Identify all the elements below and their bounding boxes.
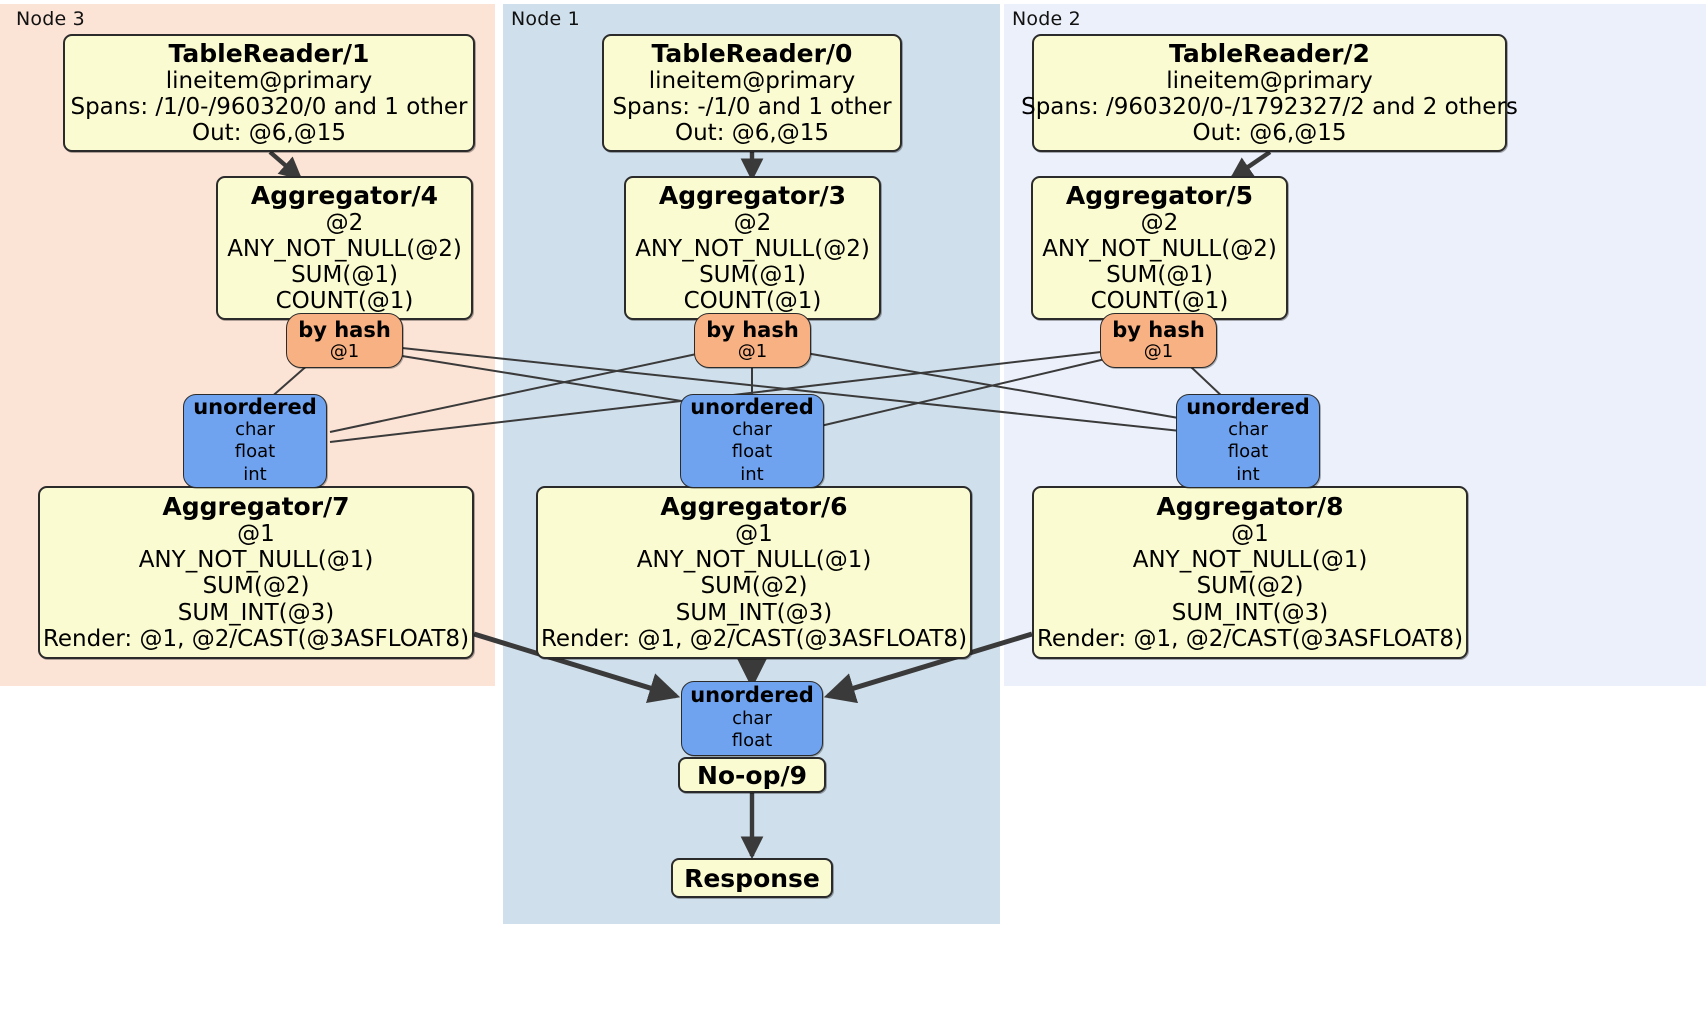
processor-aggregator-6[interactable]: Aggregator/6 @1 ANY_NOT_NULL(@1) SUM(@2)…	[536, 486, 972, 659]
processor-line: COUNT(@1)	[683, 288, 822, 315]
processor-aggregator-8[interactable]: Aggregator/8 @1 ANY_NOT_NULL(@1) SUM(@2)…	[1032, 486, 1468, 659]
router-title: by hash	[1112, 317, 1205, 342]
router-column: @1	[737, 340, 768, 362]
sync-type: float	[731, 730, 773, 752]
input-sync-unordered-left[interactable]: unordered char float int	[183, 394, 327, 488]
processor-title: Aggregator/8	[1156, 491, 1344, 521]
processor-line: @1	[237, 520, 275, 547]
processor-line: SUM_INT(@3)	[177, 599, 335, 626]
sync-type: int	[243, 463, 267, 485]
processor-line: @1	[735, 520, 773, 547]
router-column: @1	[329, 340, 360, 362]
processor-title: Aggregator/5	[1065, 180, 1254, 210]
sync-type: float	[1227, 441, 1269, 463]
processor-table-reader-2[interactable]: TableReader/2 lineitem@primary Spans: /9…	[1021, 34, 1518, 152]
processor-title: Aggregator/7	[162, 491, 350, 521]
processor-line: Render: @1, @2/CAST(@3ASFLOAT8)	[1036, 625, 1464, 652]
sync-title: unordered	[690, 394, 814, 419]
processor-title: Aggregator/4	[250, 180, 439, 210]
processor-line: Spans: /960320/0-/1792327/2 and 2 others	[1021, 93, 1518, 120]
processor-aggregator-4[interactable]: Aggregator/4 @2 ANY_NOT_NULL(@2) SUM(@1)…	[216, 176, 473, 320]
response-title: Response	[684, 863, 820, 893]
processor-line: ANY_NOT_NULL(@2)	[635, 235, 870, 262]
processor-no-op-9[interactable]: No-op/9	[678, 757, 826, 793]
processor-line: SUM_INT(@3)	[675, 599, 833, 626]
processor-table-reader-0[interactable]: TableReader/0 lineitem@primary Spans: -/…	[602, 34, 902, 152]
region-label-node-2: Node 2	[1012, 8, 1081, 30]
sync-type: int	[740, 463, 764, 485]
input-sync-unordered-right[interactable]: unordered char float int	[1176, 394, 1320, 488]
processor-line: SUM_INT(@3)	[1171, 599, 1329, 626]
processor-line: SUM(@2)	[700, 573, 808, 600]
processor-title: TableReader/2	[1169, 38, 1370, 68]
sync-title: unordered	[690, 683, 814, 708]
processor-line: COUNT(@1)	[1090, 288, 1229, 315]
processor-line: ANY_NOT_NULL(@1)	[636, 547, 872, 574]
processor-line: lineitem@primary	[648, 67, 856, 94]
sync-title: unordered	[1186, 394, 1310, 419]
sync-type: char	[1228, 418, 1268, 440]
sync-type: char	[732, 418, 772, 440]
processor-line: Render: @1, @2/CAST(@3ASFLOAT8)	[540, 625, 968, 652]
processor-line: ANY_NOT_NULL(@1)	[1132, 547, 1368, 574]
processor-title: Aggregator/3	[658, 180, 847, 210]
processor-line: SUM(@2)	[202, 573, 310, 600]
processor-line: @1	[1231, 520, 1269, 547]
output-router-by-hash-right[interactable]: by hash @1	[1100, 313, 1217, 368]
region-label-node-1: Node 1	[511, 8, 580, 30]
processor-line: Spans: /1/0-/960320/0 and 1 other	[70, 93, 468, 120]
processor-title: TableReader/0	[651, 38, 853, 68]
router-title: by hash	[706, 317, 799, 342]
processor-title: TableReader/1	[168, 38, 370, 68]
processor-line: Out: @6,@15	[1192, 120, 1347, 147]
processor-aggregator-3[interactable]: Aggregator/3 @2 ANY_NOT_NULL(@2) SUM(@1)…	[624, 176, 881, 320]
processor-line: @2	[1140, 209, 1179, 236]
region-label-node-3: Node 3	[16, 8, 85, 30]
sync-type: char	[732, 707, 772, 729]
processor-line: SUM(@2)	[1196, 573, 1304, 600]
router-column: @1	[1143, 340, 1174, 362]
sync-type: char	[235, 418, 275, 440]
processor-line: ANY_NOT_NULL(@2)	[227, 235, 462, 262]
output-router-by-hash-left[interactable]: by hash @1	[286, 313, 403, 368]
processor-line: Out: @6,@15	[675, 120, 829, 147]
processor-table-reader-1[interactable]: TableReader/1 lineitem@primary Spans: /1…	[63, 34, 475, 152]
sync-title: unordered	[193, 394, 317, 419]
processor-line: @2	[325, 209, 364, 236]
processor-line: Out: @6,@15	[192, 120, 346, 147]
processor-title: No-op/9	[696, 760, 808, 790]
processor-line: lineitem@primary	[165, 67, 373, 94]
processor-aggregator-7[interactable]: Aggregator/7 @1 ANY_NOT_NULL(@1) SUM(@2)…	[38, 486, 474, 659]
sync-type: int	[1236, 463, 1260, 485]
response-node[interactable]: Response	[671, 858, 833, 898]
processor-aggregator-5[interactable]: Aggregator/5 @2 ANY_NOT_NULL(@2) SUM(@1)…	[1031, 176, 1288, 320]
processor-line: COUNT(@1)	[275, 288, 414, 315]
processor-line: Render: @1, @2/CAST(@3ASFLOAT8)	[42, 625, 470, 652]
input-sync-unordered-final[interactable]: unordered char float	[681, 681, 823, 756]
output-router-by-hash-middle[interactable]: by hash @1	[694, 313, 811, 368]
processor-line: SUM(@1)	[1106, 262, 1213, 288]
sync-type: float	[731, 441, 773, 463]
input-sync-unordered-middle[interactable]: unordered char float int	[680, 394, 824, 488]
processor-line: @2	[733, 209, 772, 236]
processor-title: Aggregator/6	[660, 491, 848, 521]
processor-line: ANY_NOT_NULL(@2)	[1042, 235, 1277, 262]
sync-type: float	[234, 441, 276, 463]
processor-line: ANY_NOT_NULL(@1)	[138, 547, 374, 574]
processor-line: SUM(@1)	[699, 262, 806, 288]
processor-line: Spans: -/1/0 and 1 other	[612, 93, 892, 120]
router-title: by hash	[298, 317, 391, 342]
processor-line: lineitem@primary	[1166, 67, 1373, 94]
processor-line: SUM(@1)	[291, 262, 398, 288]
